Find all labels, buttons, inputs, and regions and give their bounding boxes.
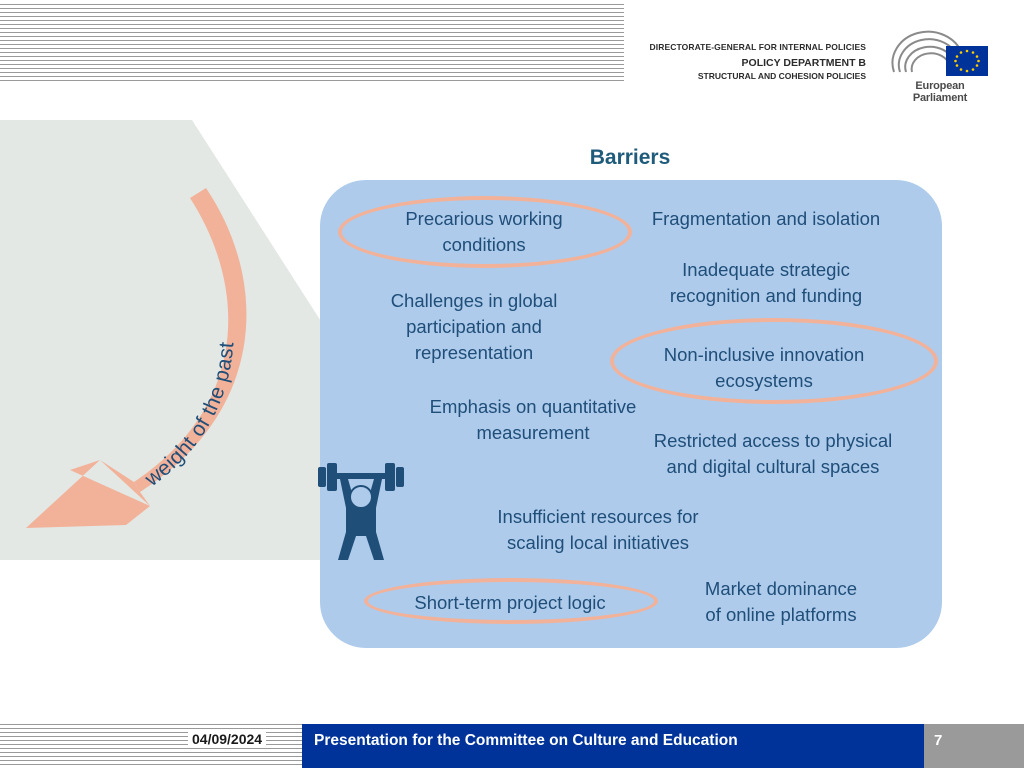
barrier-item: Fragmentation and isolation — [651, 208, 881, 229]
weightlifter-icon — [318, 463, 404, 560]
page-number-box: 7 — [924, 724, 1024, 768]
department-heading: DIRECTORATE-GENERAL FOR INTERNAL POLICIE… — [650, 42, 866, 81]
page-number: 7 — [934, 732, 943, 749]
european-parliament-label: European Parliament — [912, 80, 968, 104]
highlight-ellipse — [610, 318, 938, 404]
footer-bar: Presentation for the Committee on Cultur… — [302, 724, 924, 768]
policy-department-label: POLICY DEPARTMENT B — [741, 57, 866, 69]
arrow-label: weight of the past — [140, 341, 238, 492]
structural-policies-label: STRUCTURAL AND COHESION POLICIES — [697, 71, 866, 81]
barrier-item: Short-term project logic — [414, 592, 606, 613]
highlight-ellipse — [338, 196, 632, 268]
directorate-label: DIRECTORATE-GENERAL FOR INTERNAL POLICIE… — [649, 42, 866, 52]
european-parliament-logo-icon — [891, 30, 988, 76]
presentation-title: Presentation for the Committee on Cultur… — [314, 732, 738, 749]
diagram-title: Barriers — [589, 146, 671, 169]
svg-text:weight of the past: weight of the past — [140, 341, 239, 492]
footer-date: 04/09/2024 — [188, 731, 267, 747]
highlight-ellipse — [364, 578, 658, 624]
header-decorative-lines — [0, 4, 624, 84]
curved-arrow-icon: weight of the past — [26, 188, 247, 528]
